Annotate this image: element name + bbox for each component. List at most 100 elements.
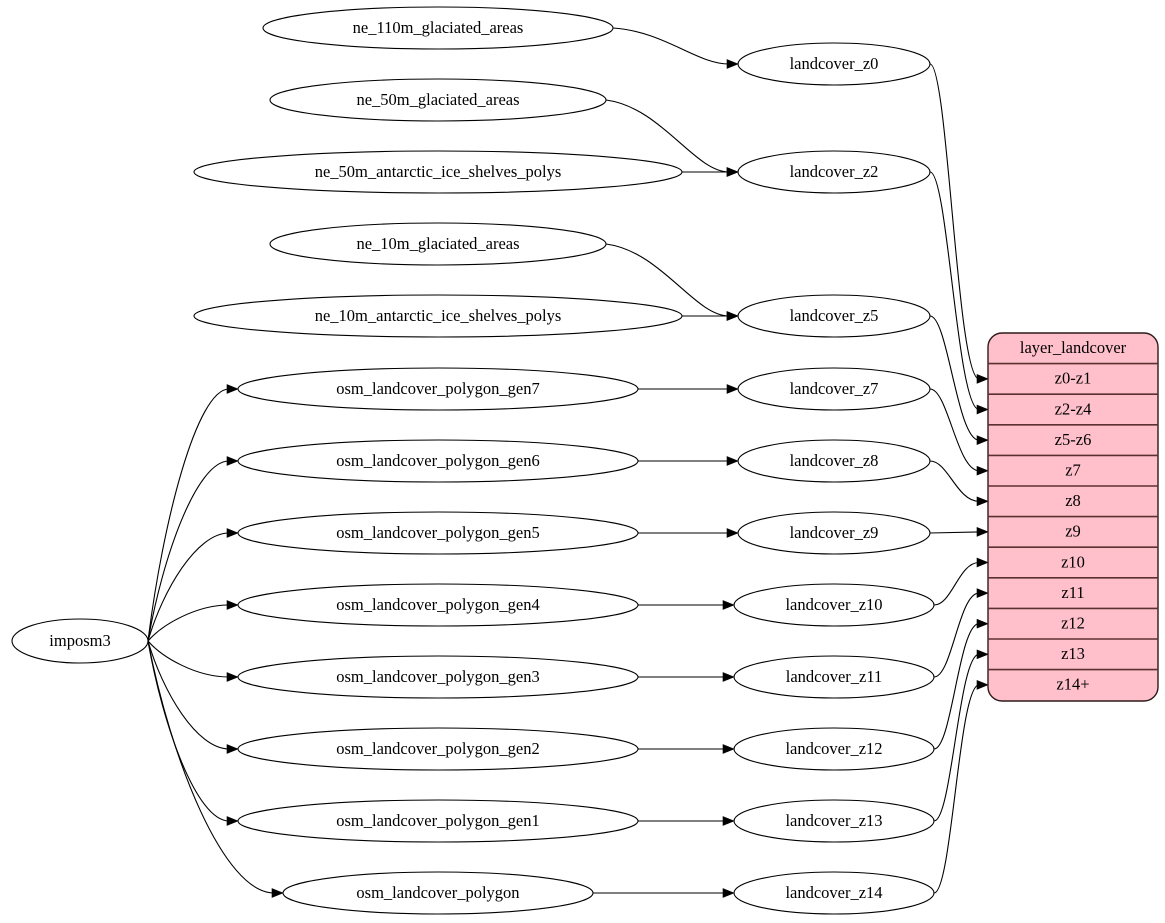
edge-arrowhead [226, 384, 239, 394]
input-node-ne_50m_antarctic_ice_shelves_polys[interactable]: ne_50m_antarctic_ice_shelves_polys [193, 150, 683, 194]
input-node-osm_landcover_polygon_gen4[interactable]: osm_landcover_polygon_gen4 [237, 583, 639, 627]
edge-arrowhead [722, 888, 735, 898]
edge-ne_50m_glaciated_areas-to-landcover_z2 [605, 99, 730, 173]
node-label: osm_landcover_polygon_gen6 [336, 451, 539, 470]
table-header-label: layer_landcover [1020, 338, 1127, 357]
edge-arrowhead [976, 374, 989, 384]
edge-arrowhead [976, 465, 989, 476]
node-ellipse [237, 727, 639, 771]
table-row-label: z10 [1061, 552, 1085, 571]
edge-landcover_z14-to-layer_landcover_z14_ [933, 684, 980, 894]
edge-arrowhead [726, 59, 739, 69]
table-row-z8[interactable]: z8 [988, 486, 1158, 517]
edge-arrowhead [726, 384, 739, 394]
edge-arrowhead [226, 528, 239, 538]
input-node-osm_landcover_polygon_gen5[interactable]: osm_landcover_polygon_gen5 [237, 511, 639, 555]
table-row-z14plus[interactable]: z14+ [988, 670, 1158, 701]
landcover-node-landcover_z11[interactable]: landcover_z11 [733, 655, 935, 699]
edge-imposm3-to-osm_landcover_polygon [147, 640, 275, 894]
landcover-node-landcover_z9[interactable]: landcover_z9 [737, 511, 931, 555]
edge-imposm3-to-osm_landcover_polygon_gen3 [147, 640, 230, 678]
node-label: landcover_z12 [785, 739, 882, 758]
node-label: osm_landcover_polygon_gen4 [336, 595, 539, 614]
edge-imposm3-to-osm_landcover_polygon_gen6 [147, 460, 230, 642]
edge-imposm3-to-osm_landcover_polygon_gen4 [147, 604, 230, 642]
node-ellipse [733, 871, 935, 915]
input-node-ne_50m_glaciated_areas[interactable]: ne_50m_glaciated_areas [269, 78, 607, 122]
table-row-z13[interactable]: z13 [988, 639, 1158, 670]
edge-landcover_z0-to-layer_landcover_z0-z1 [929, 63, 980, 380]
input-node-osm_landcover_polygon_gen3[interactable]: osm_landcover_polygon_gen3 [237, 655, 639, 699]
input-node-ne_110m_glaciated_areas[interactable]: ne_110m_glaciated_areas [262, 6, 614, 50]
table-row-z7[interactable]: z7 [988, 455, 1158, 486]
landcover-node-landcover_z0[interactable]: landcover_z0 [737, 42, 931, 86]
landcover-node-landcover_z5[interactable]: landcover_z5 [737, 294, 931, 338]
input-node-osm_landcover_polygon_gen7[interactable]: osm_landcover_polygon_gen7 [237, 367, 639, 411]
table-row-label: z8 [1065, 491, 1081, 510]
landcover-node-landcover_z13[interactable]: landcover_z13 [733, 799, 935, 843]
edge-arrowhead [722, 744, 735, 754]
edge-arrowhead [976, 588, 989, 598]
table-row-z9[interactable]: z9 [988, 517, 1158, 548]
table-row-label: z2-z4 [1055, 399, 1092, 418]
edge-landcover_z2-to-layer_landcover_z2-z4 [929, 171, 980, 411]
node-label: osm_landcover_polygon [356, 883, 519, 902]
table-row-z10[interactable]: z10 [988, 547, 1158, 578]
source-node-imposm3[interactable]: imposm3 [11, 618, 149, 664]
table-row-z12[interactable]: z12 [988, 608, 1158, 639]
input-node-osm_landcover_polygon_gen1[interactable]: osm_landcover_polygon_gen1 [237, 799, 639, 843]
edge-imposm3-to-osm_landcover_polygon_gen7 [147, 388, 230, 642]
edge-arrowhead [722, 672, 735, 682]
node-ellipse [237, 655, 639, 699]
table-row-z5-z6[interactable]: z5-z6 [988, 425, 1158, 456]
node-label: osm_landcover_polygon_gen5 [336, 523, 539, 542]
node-label: landcover_z11 [786, 667, 883, 686]
landcover-node-landcover_z10[interactable]: landcover_z10 [733, 583, 935, 627]
node-ellipse [11, 618, 149, 664]
table-row-label: z12 [1061, 613, 1085, 632]
table-row-label: z5-z6 [1055, 430, 1092, 449]
node-label: landcover_z7 [790, 379, 879, 398]
edge-imposm3-to-osm_landcover_polygon_gen5 [147, 532, 230, 642]
edge-arrowhead [271, 888, 284, 898]
edge-arrowhead [976, 527, 989, 537]
table-row-z2-z4[interactable]: z2-z4 [988, 394, 1158, 425]
node-ellipse [269, 78, 607, 122]
node-ellipse [282, 871, 594, 915]
edge-arrowhead [226, 600, 239, 610]
layer-landcover-table[interactable]: layer_landcover z0-z1 z2-z4 z5-z6 z7 z8 z9 z10 z… [987, 332, 1159, 702]
node-ellipse [237, 583, 639, 627]
table-row-label: z14+ [1056, 675, 1089, 694]
input-node-osm_landcover_polygon[interactable]: osm_landcover_polygon [282, 871, 594, 915]
edge-arrowhead [226, 816, 239, 826]
input-node-ne_10m_glaciated_areas[interactable]: ne_10m_glaciated_areas [269, 222, 607, 266]
table-row-label: z13 [1061, 644, 1085, 663]
landcover-node-landcover_z12[interactable]: landcover_z12 [733, 727, 935, 771]
node-ellipse [737, 294, 931, 338]
input-node-osm_landcover_polygon_gen6[interactable]: osm_landcover_polygon_gen6 [237, 439, 639, 483]
node-label: ne_10m_glaciated_areas [356, 234, 519, 253]
node-ellipse [237, 439, 639, 483]
node-label: osm_landcover_polygon_gen3 [336, 667, 539, 686]
table-row-z0-z1[interactable]: z0-z1 [988, 364, 1158, 395]
input-node-ne_10m_antarctic_ice_shelves_polys[interactable]: ne_10m_antarctic_ice_shelves_polys [193, 294, 683, 338]
node-label: landcover_z0 [790, 54, 879, 73]
landcover-node-landcover_z2[interactable]: landcover_z2 [737, 150, 931, 194]
node-label: imposm3 [49, 631, 110, 650]
table-row-z11[interactable]: z11 [988, 578, 1158, 609]
input-node-osm_landcover_polygon_gen2[interactable]: osm_landcover_polygon_gen2 [237, 727, 639, 771]
landcover-node-landcover_z8[interactable]: landcover_z8 [737, 439, 931, 483]
edge-landcover_z9-to-layer_landcover_z9 [929, 531, 980, 534]
landcover-node-landcover_z7[interactable]: landcover_z7 [737, 367, 931, 411]
node-ellipse [262, 6, 614, 50]
edge-landcover_z11-to-layer_landcover_z11 [933, 592, 980, 678]
node-label: osm_landcover_polygon_gen2 [336, 739, 539, 758]
node-label: ne_10m_antarctic_ice_shelves_polys [315, 306, 562, 325]
node-ellipse [193, 294, 683, 338]
node-ellipse [733, 655, 935, 699]
edge-arrowhead [226, 744, 239, 754]
edge-landcover_z10-to-layer_landcover_z10 [933, 561, 980, 606]
landcover-node-landcover_z14[interactable]: landcover_z14 [733, 871, 935, 915]
